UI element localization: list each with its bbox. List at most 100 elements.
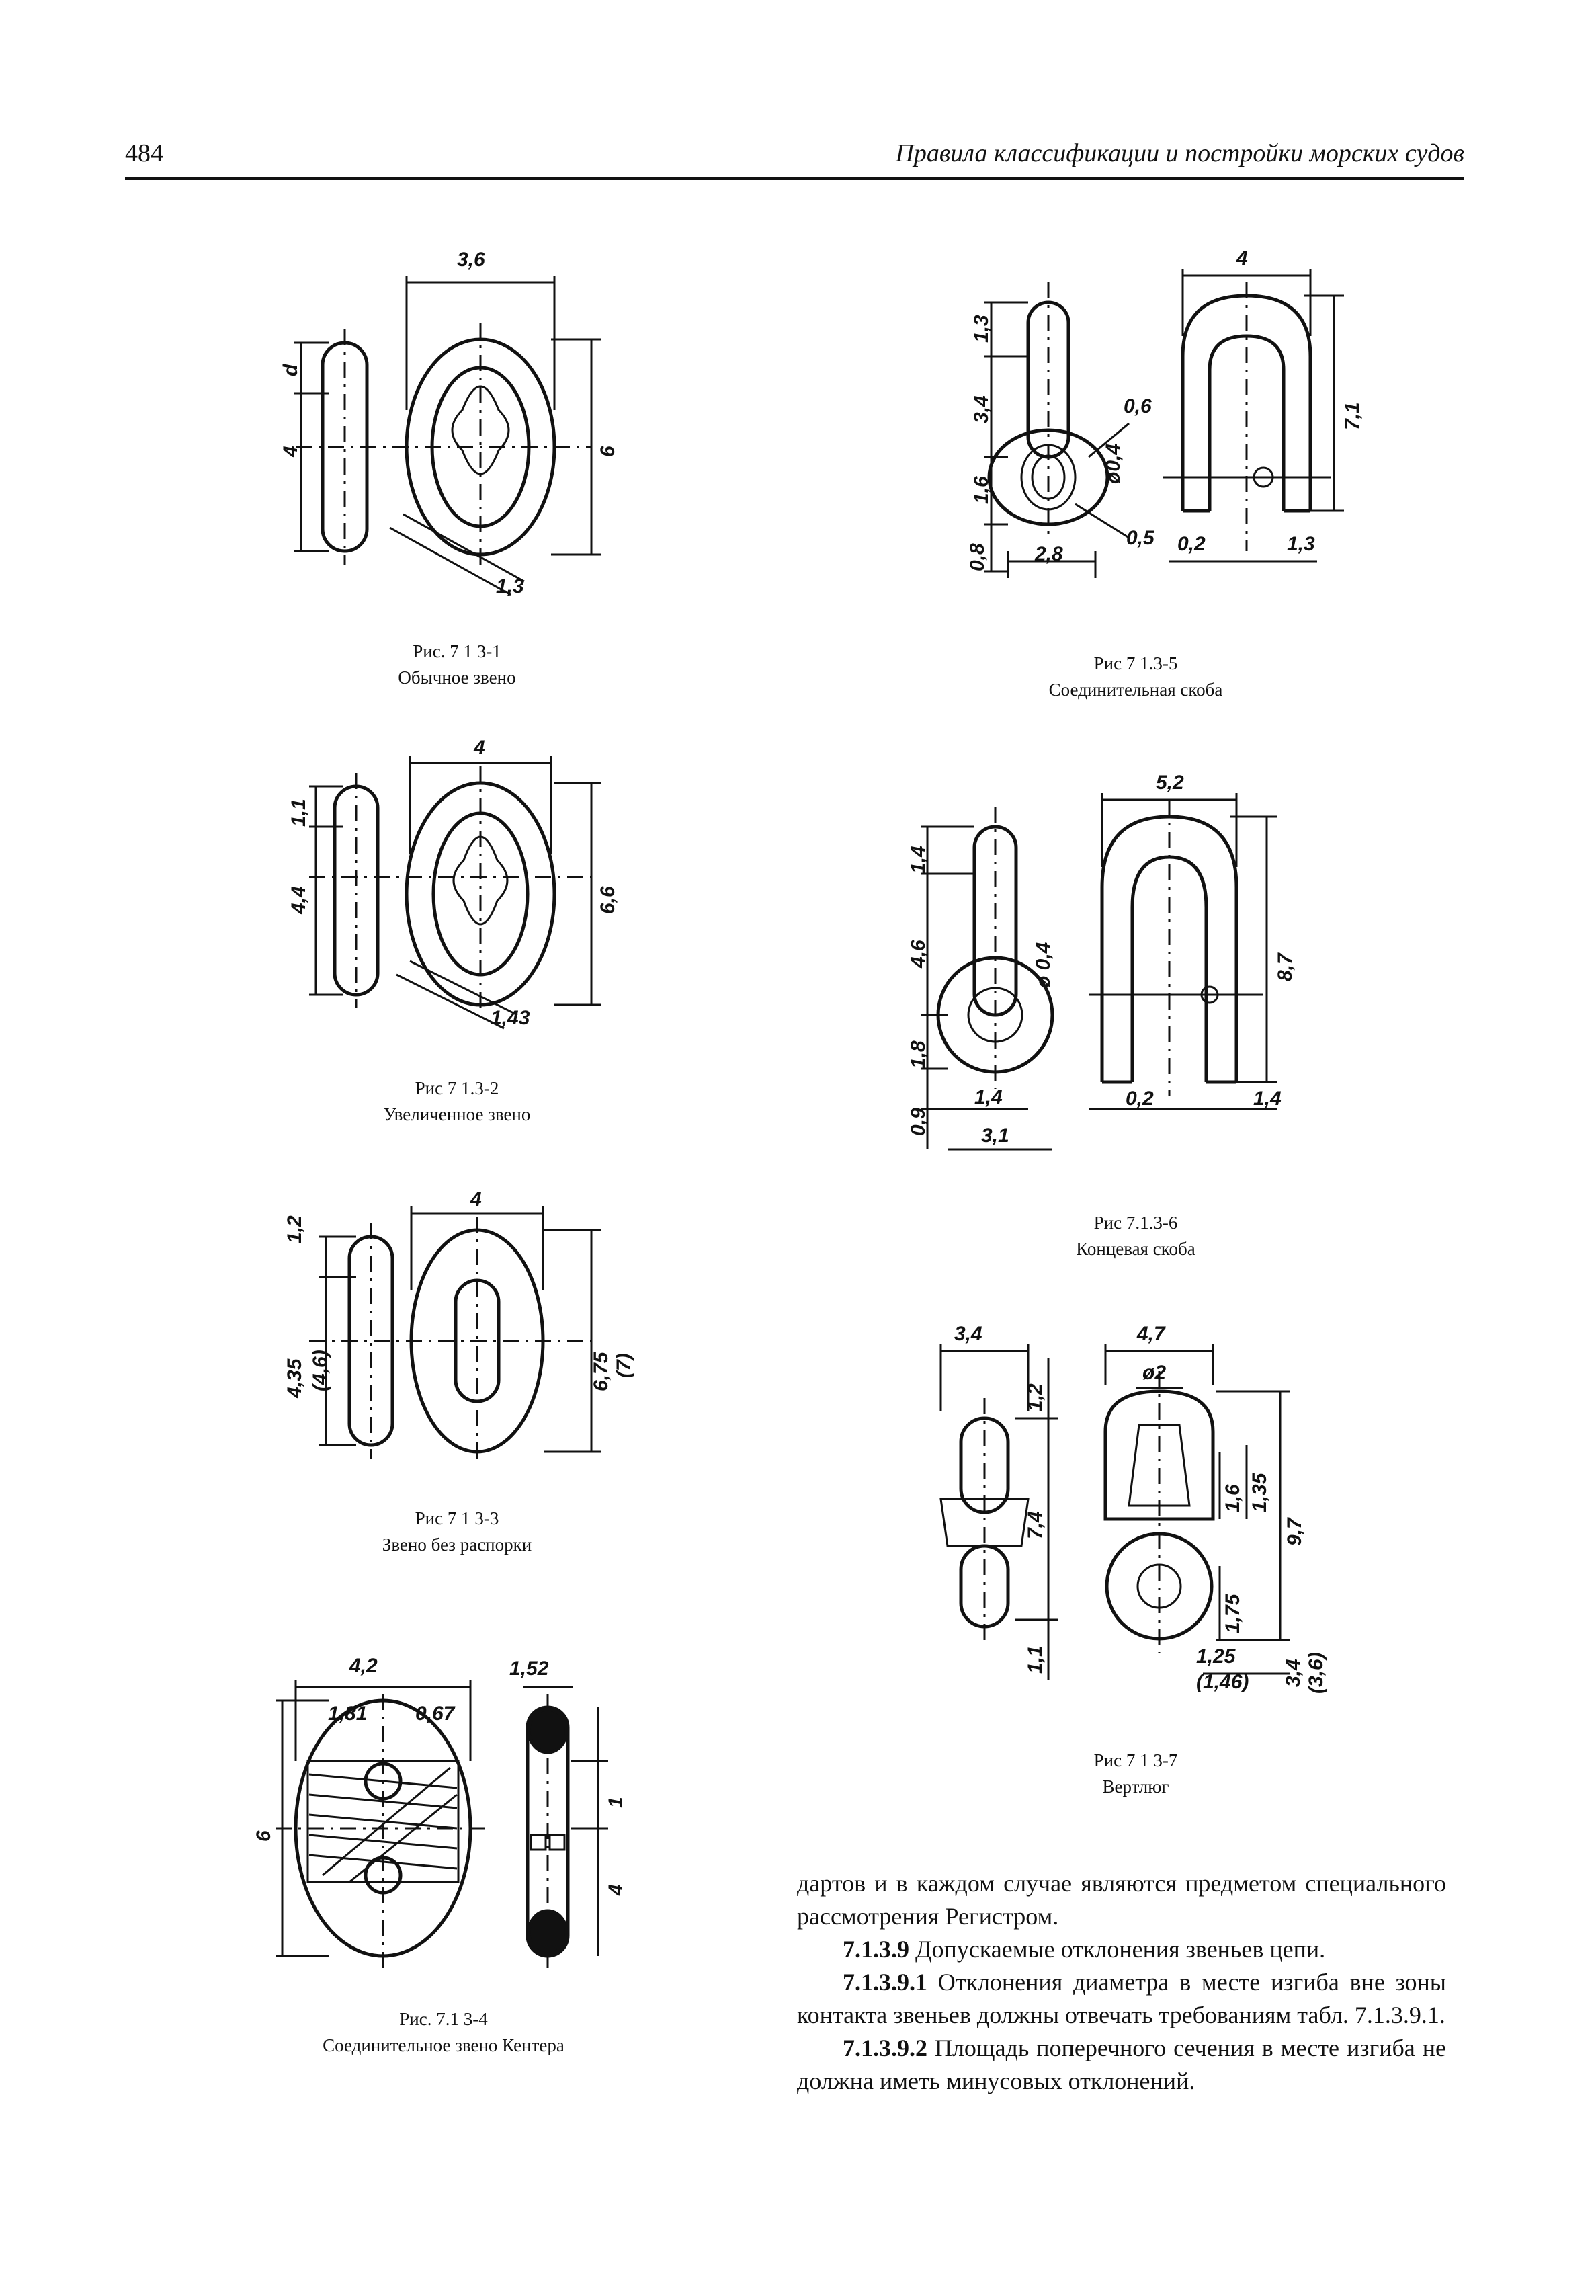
- dim-3-4b: 3,4: [1282, 1659, 1304, 1687]
- figure-number: Рис. 7 1 3-1: [413, 641, 501, 661]
- dim-1-46: (1,46): [1196, 1671, 1249, 1693]
- figure-enlarged-link: 4 1,1 4,4 6,6 1,43: [282, 733, 685, 1042]
- dim-width: 4: [470, 1188, 482, 1211]
- caption-fig-3: Рис 7 1 3-3 Звено без распорки: [316, 1506, 598, 1558]
- figure-ordinary-link: 3,6 d 4 6 1,3: [280, 250, 685, 618]
- dim-0-2: 0,2: [1177, 533, 1206, 555]
- dim-1-3b: 1,3: [1287, 533, 1315, 555]
- clause-number: 7.1.3.9: [843, 1935, 909, 1963]
- studless-link-drawing: [309, 1206, 601, 1465]
- figure-title: Соединительная скоба: [1048, 680, 1223, 700]
- dim-0-6: 0,6: [1124, 395, 1152, 417]
- figure-number: Рис 7 1 3-7: [1093, 1750, 1178, 1770]
- dim-1-25: 1,25: [1196, 1645, 1236, 1668]
- dim-6-6: 6,6: [597, 886, 619, 914]
- figure-swivel: 3,4 1,2 7,4 1,1 4,7 ø2 1,6 1,35 9,7 1,75…: [914, 1317, 1331, 1694]
- dim-1-1: 1,1: [288, 798, 310, 827]
- enlarged-link-drawing: [309, 756, 601, 1030]
- figure-title: Концевая скоба: [1076, 1239, 1195, 1260]
- figure-number: Рис. 7.1 3-4: [399, 2009, 488, 2029]
- dim-1-2: 1,2: [284, 1215, 306, 1243]
- dim-1-81: 1,81: [328, 1703, 368, 1725]
- dim-1-35: 1,35: [1249, 1473, 1271, 1512]
- figure-title: Вертлюг: [1102, 1776, 1169, 1797]
- kenter-hatched-body: [306, 1760, 460, 1883]
- dim-7-1: 7,1: [1341, 402, 1363, 430]
- header-rule: [125, 177, 1464, 180]
- stud: [451, 385, 510, 475]
- stud: [452, 835, 509, 926]
- caption-fig-7: Рис 7 1 3-7 Вертлюг: [981, 1748, 1290, 1800]
- caption-fig-1: Рис. 7 1 3-1 Обычное звено: [316, 639, 598, 691]
- dim-4-4: 4,4: [288, 886, 310, 914]
- end-shackle-drawing: [921, 793, 1277, 1151]
- dim-4-2: 4,2: [349, 1655, 378, 1677]
- figure-end-shackle: 5,2 1,4 4,6 ø 0,4 1,8 0,9 1,4 3,1 8,7 0,…: [887, 773, 1331, 1176]
- figure-number: Рис 7 1 3-3: [415, 1508, 499, 1528]
- dim-dia-0-4: ø0,4: [1102, 443, 1124, 484]
- dim-1-6: 1,6: [1222, 1484, 1244, 1512]
- dim-1-52: 1,52: [509, 1657, 549, 1680]
- dim-1-8: 1,8: [907, 1040, 929, 1069]
- dim-8-7: 8,7: [1274, 953, 1296, 981]
- dim-0-9: 0,9: [907, 1108, 929, 1136]
- dim-6-75: 6,75: [590, 1352, 612, 1391]
- swivel-body: [939, 1498, 1030, 1547]
- dim-6: 6: [597, 446, 619, 457]
- dim-1-4c: 1,4: [1253, 1088, 1282, 1110]
- dim-9-7: 9,7: [1284, 1518, 1306, 1546]
- swivel-bow-inner: [1128, 1424, 1191, 1507]
- shackle-body-inner: [1208, 334, 1286, 511]
- swivel-upper-eye: [959, 1416, 1010, 1514]
- figure-number: Рис 7 1.3-2: [415, 1078, 499, 1098]
- dim-1-1: 1,1: [1024, 1645, 1046, 1674]
- figure-number: Рис 7.1.3-6: [1093, 1213, 1178, 1233]
- dim-1-2: 1,2: [1024, 1383, 1046, 1411]
- clause-number: 7.1.3.9.1: [843, 1968, 927, 1996]
- clause-text: Отклонения диаметра в месте изгиба вне з…: [797, 1968, 1446, 2028]
- dim-1-3: 1,3: [496, 575, 524, 598]
- dim-1-6: 1,6: [970, 476, 993, 504]
- figure-studless-link: 4 1,2 4,35 (4,6) 6,75 (7): [276, 1190, 638, 1472]
- kenter-link-drawing: [276, 1680, 608, 1969]
- dim-0-67: 0,67: [415, 1703, 455, 1725]
- dim-4: 4: [1236, 247, 1248, 270]
- dim-3-1: 3,1: [981, 1124, 1009, 1147]
- dim-1-4b: 1,4: [974, 1086, 1003, 1108]
- dim-1-3: 1,3: [970, 315, 993, 343]
- caption-fig-6: Рис 7.1.3-6 Концевая скоба: [981, 1210, 1290, 1262]
- figure-joining-shackle: 4 1,3 3,4 1,6 0,8 2,8 0,6 ø0,4 0,5 7,1 0…: [941, 249, 1371, 605]
- joining-shackle-drawing: [984, 269, 1344, 578]
- dim-4-6: 4,6: [907, 940, 929, 968]
- dim-6: 6: [253, 1830, 275, 1842]
- ordinary-link-drawing: [294, 276, 601, 596]
- dim-4-7: 4,7: [1137, 1323, 1165, 1345]
- figure-title: Обычное звено: [398, 667, 516, 688]
- dim-0-5: 0,5: [1126, 527, 1154, 549]
- dim-width: 3,6: [457, 249, 485, 271]
- dim-4: 4: [280, 446, 302, 457]
- dim-1-75: 1,75: [1222, 1594, 1244, 1633]
- dim-7: (7): [613, 1353, 635, 1378]
- dim-d: d: [280, 364, 302, 376]
- caption-fig-5: Рис 7 1.3-5 Соединительная скоба: [981, 651, 1290, 703]
- dim-4: 4: [605, 1884, 627, 1895]
- clause-text: Площадь поперечного сечения в месте изги…: [797, 2034, 1446, 2094]
- caption-fig-4: Рис. 7.1 3-4 Соединительное звено Кентер…: [269, 2006, 618, 2059]
- figure-title: Звено без распорки: [382, 1534, 532, 1555]
- body-text: дартов и в каждом случае являются предме…: [797, 1867, 1446, 2098]
- figure-kenter-link: 4,2 1,52 0,67 1,81 6 1 4: [249, 1656, 638, 1976]
- dim-1-43: 1,43: [491, 1007, 530, 1029]
- clause-text: Допускаемые отклонения звеньев цепи.: [909, 1935, 1326, 1963]
- dim-4-6: (4,6): [309, 1350, 331, 1391]
- figure-title: Увеличенное звено: [383, 1104, 531, 1125]
- dim-3-4: 3,4: [970, 395, 993, 423]
- dim-4-35: 4,35: [284, 1358, 306, 1398]
- dim-1: 1: [605, 1797, 627, 1808]
- swivel-drawing: [939, 1344, 1290, 1680]
- figure-title: Соединительное звено Кентера: [323, 2035, 564, 2056]
- swivel-bow: [1103, 1389, 1215, 1521]
- shackle-body-outer: [1100, 815, 1238, 1082]
- dim-5-2: 5,2: [1156, 772, 1184, 794]
- dim-width: 4: [474, 737, 485, 759]
